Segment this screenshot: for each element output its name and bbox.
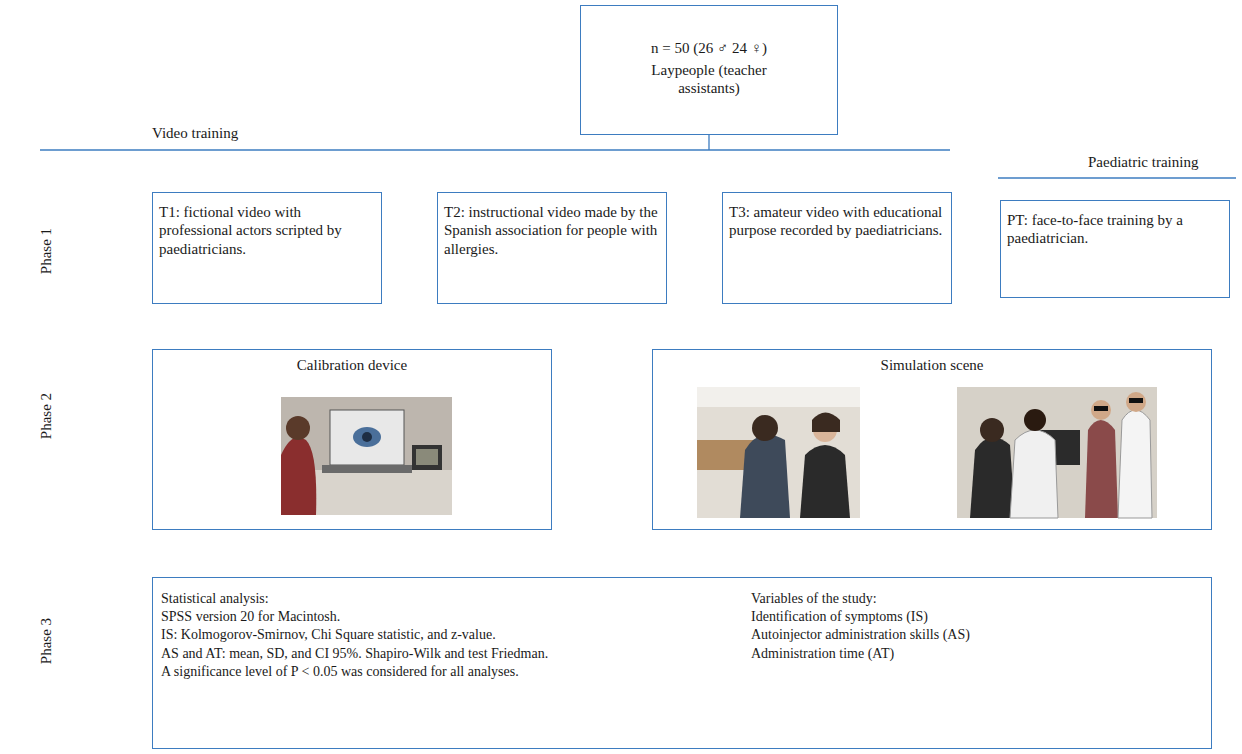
stem-line [708, 135, 709, 150]
phase-label: Phase 3 [37, 618, 55, 664]
box-text: T1: fictional video with professional ac… [159, 203, 373, 258]
list-line: SPSS version 20 for Macintosh. [161, 608, 548, 626]
group-label: Paediatric training [1088, 153, 1198, 171]
bus-line [40, 149, 950, 150]
list-line: IS: Kolmogorov-Smirnov, Chi Square stati… [161, 626, 548, 644]
text-column: Statistical analysis:SPSS version 20 for… [161, 590, 548, 681]
sample-size: n = 50 (26 ♂ 24 ♀) [651, 39, 767, 57]
process-box: T1: fictional video with professional ac… [152, 192, 382, 304]
panel-title: Simulation scene [881, 356, 984, 374]
box-text: Laypeople (teacher assistants) [621, 61, 797, 98]
process-box: n = 50 (26 ♂ 24 ♀) Laypeople (teacher ass… [580, 5, 838, 135]
process-box: PT: face-to-face training by a paediatri… [1000, 200, 1230, 298]
group-label: Video training [152, 124, 238, 142]
list-line: Identification of symptoms (IS) [751, 608, 970, 626]
box-text: PT: face-to-face training by a paediatri… [1007, 211, 1221, 248]
analysis-box: Statistical analysis:SPSS version 20 for… [152, 577, 1212, 749]
panel-title: Calibration device [297, 356, 407, 374]
section-heading: Statistical analysis: [161, 590, 548, 608]
phase-panel: Simulation scene [652, 349, 1212, 530]
section-heading: Variables of the study: [751, 590, 970, 608]
box-text: T2: instructional video made by the Span… [444, 203, 658, 258]
simulation-photo [697, 387, 860, 518]
phase-label: Phase 2 [37, 393, 55, 439]
list-line: Administration time (AT) [751, 645, 970, 663]
list-line: Autoinjector administration skills (AS) [751, 626, 970, 644]
list-line: AS and AT: mean, SD, and CI 95%. Shapiro… [161, 645, 548, 663]
text-column: Variables of the study:Identification of… [751, 590, 970, 663]
bus-line [998, 177, 1236, 178]
simulation-photo [957, 387, 1157, 518]
phase-panel: Calibration device [152, 349, 552, 530]
process-box: T3: amateur video with educational purpo… [722, 192, 952, 304]
phase-label: Phase 1 [37, 228, 55, 274]
box-text: T3: amateur video with educational purpo… [729, 203, 943, 240]
list-line: A significance level of P < 0.05 was con… [161, 663, 548, 681]
process-box: T2: instructional video made by the Span… [437, 192, 667, 304]
calibration-photo [281, 397, 452, 515]
